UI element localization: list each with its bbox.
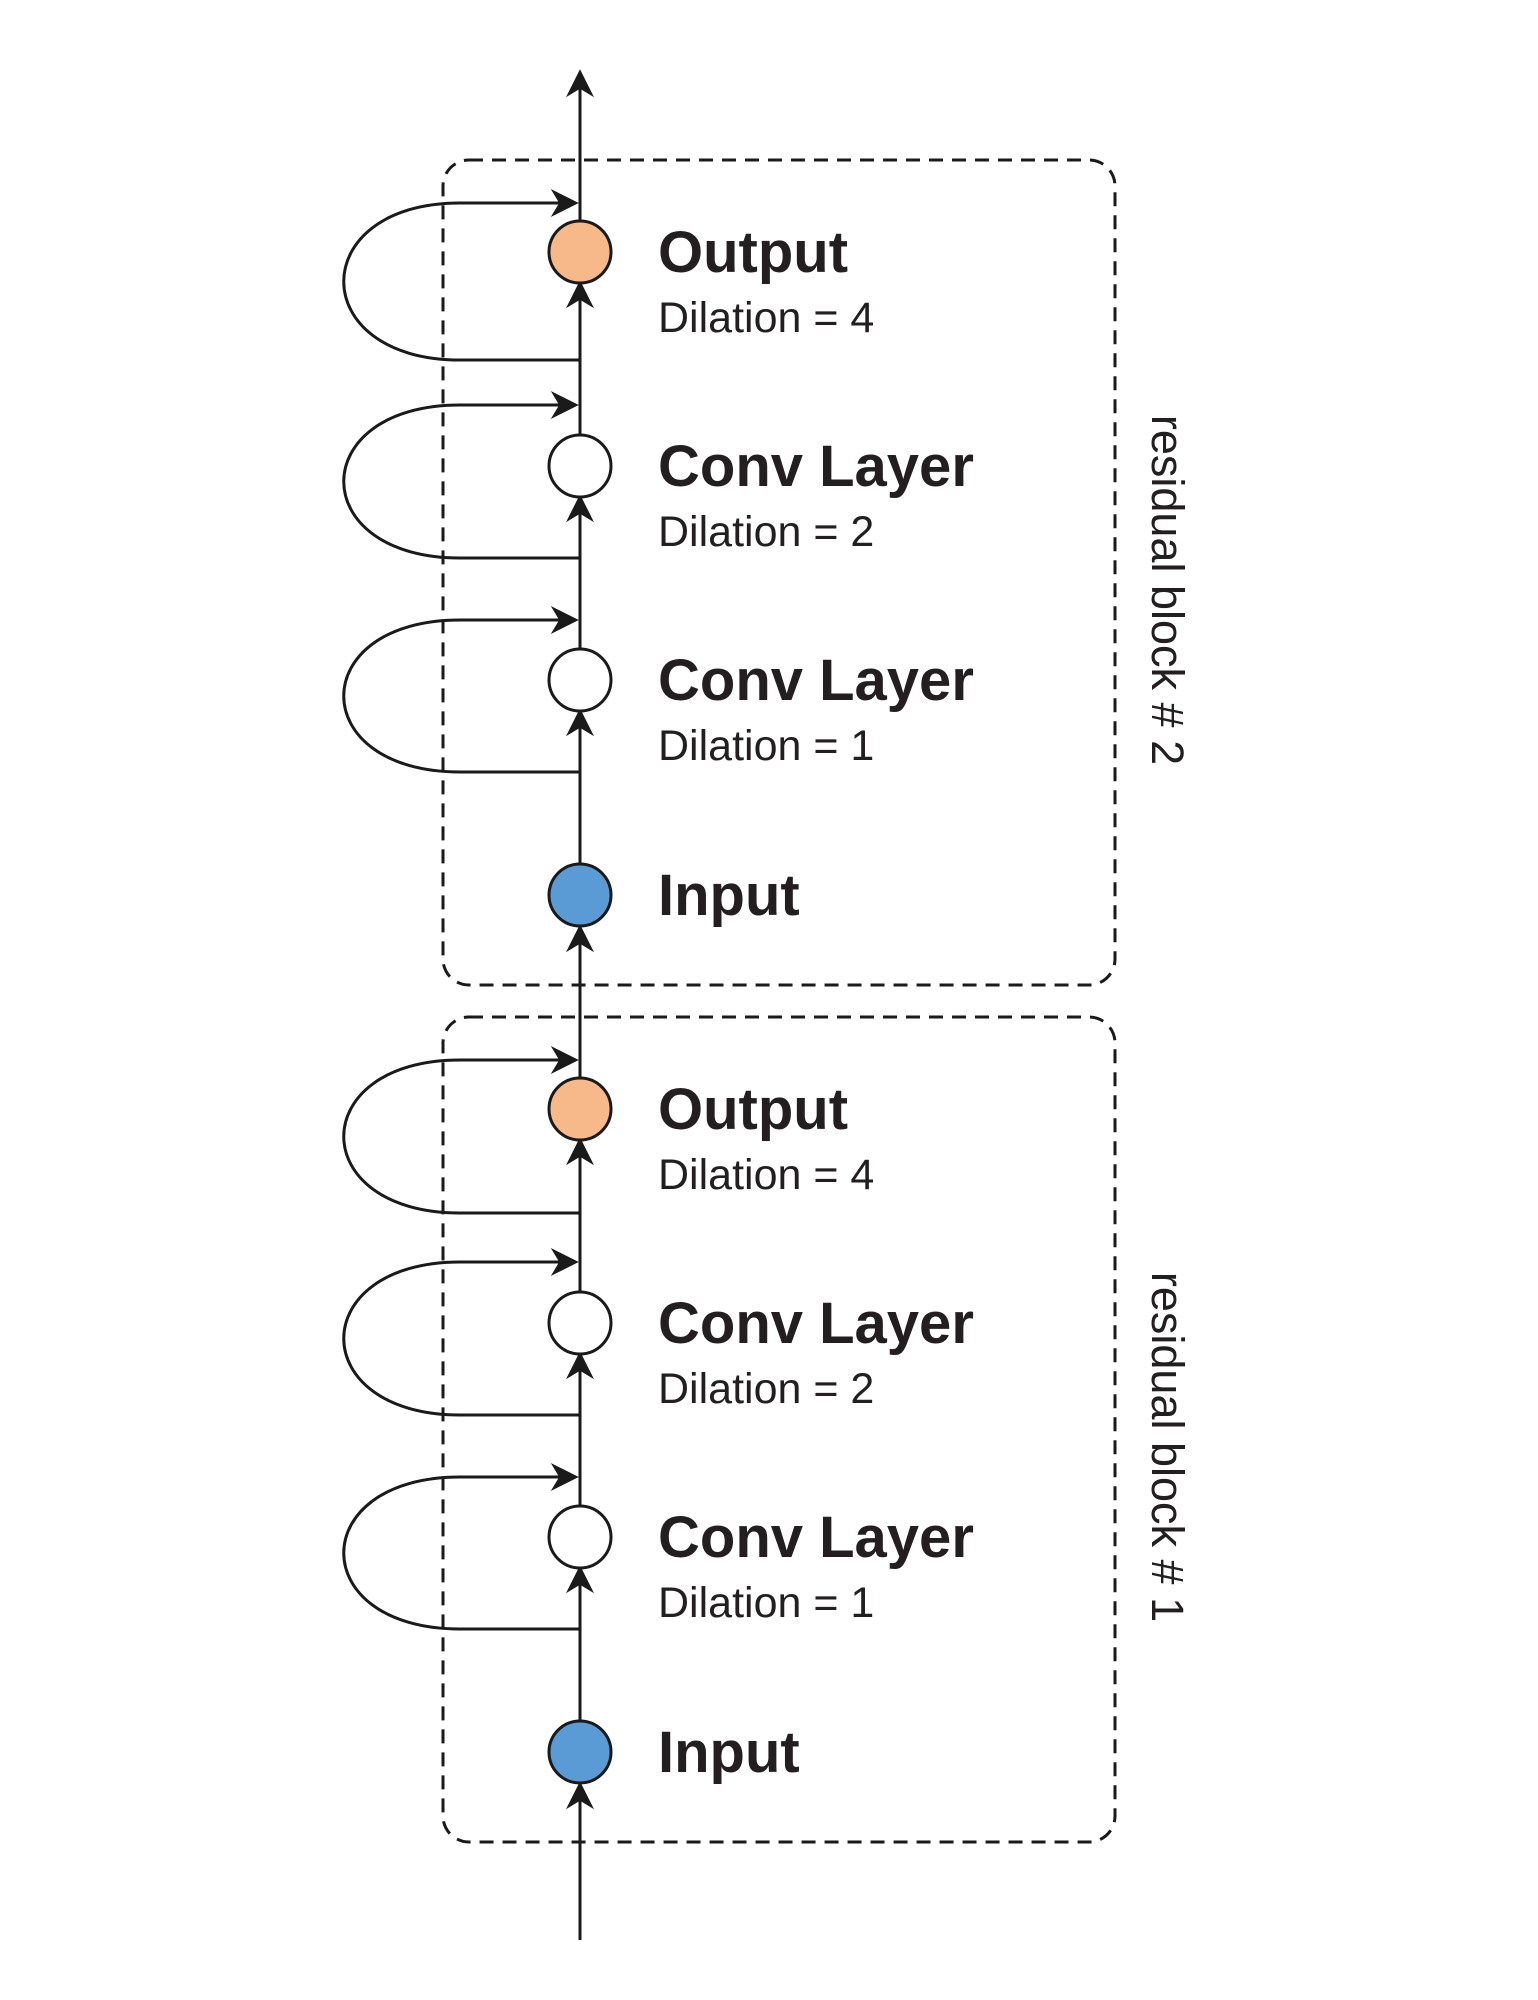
skip-connection (342, 391, 580, 560)
conv-layer-node (547, 433, 613, 499)
conv-layer-dilation: Dilation = 1 (658, 1579, 874, 1627)
conv-layer-title: Conv Layer (658, 1505, 974, 1570)
residual-block-1-label: residual block # 1 (1142, 1272, 1193, 1622)
output-node (547, 1076, 613, 1142)
output-node (547, 219, 613, 285)
conv-layer-node (547, 1290, 613, 1356)
input-title: Input (658, 863, 800, 928)
skip-connection (342, 606, 580, 774)
output-title: Output (658, 1077, 848, 1142)
conv-layer-dilation: Dilation = 2 (658, 508, 874, 556)
output-title: Output (658, 220, 848, 285)
skip-connection (342, 1248, 580, 1417)
output-dilation: Dilation = 4 (658, 294, 874, 342)
output-dilation: Dilation = 4 (658, 1151, 874, 1199)
conv-layer-title: Conv Layer (658, 434, 974, 499)
residual-block-2-label: residual block # 2 (1142, 415, 1193, 765)
skip-connection (342, 189, 580, 362)
input-node (547, 1719, 613, 1785)
conv-layer-title: Conv Layer (658, 1291, 974, 1356)
conv-layer-node (547, 647, 613, 713)
input-title: Input (658, 1720, 800, 1785)
skip-connection (342, 1046, 580, 1215)
conv-layer-dilation: Dilation = 2 (658, 1365, 874, 1413)
residual-block-2-frame (441, 158, 1117, 987)
conv-layer-node (547, 1504, 613, 1570)
skip-connection (342, 1463, 580, 1631)
input-node (547, 862, 613, 928)
conv-layer-dilation: Dilation = 1 (658, 722, 874, 770)
residual-block-1-frame (441, 1015, 1117, 1844)
conv-layer-title: Conv Layer (658, 648, 974, 713)
